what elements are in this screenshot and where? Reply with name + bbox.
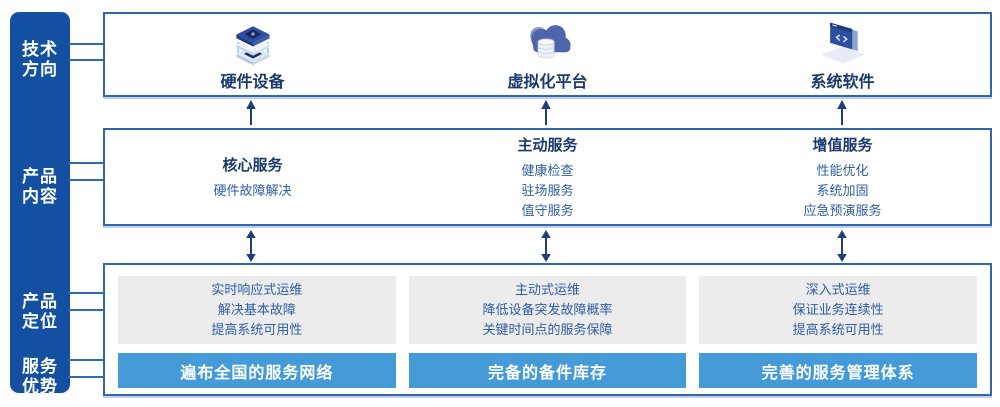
sidebar-label-line: 产品 [22, 167, 58, 186]
product-content-panel: 核心服务 硬件故障解决 主动服务 健康检查 驻场服务 值守服务 增值服务 性能优… [103, 128, 992, 226]
sidebar-label-line: 产品 [22, 292, 58, 311]
connector-line [68, 43, 105, 45]
service-heading: 核心服务 [222, 156, 283, 174]
service-heading: 主动服务 [517, 136, 578, 154]
positioning-line: 提高系统可用性 [211, 322, 303, 338]
arrow-up-icon [246, 100, 256, 125]
positioning-line: 主动式运维 [515, 282, 581, 298]
positioning-line: 降低设备突发故障概率 [482, 302, 613, 318]
service-item: 系统加固 [816, 182, 869, 198]
sidebar-label-line: 内容 [22, 187, 58, 206]
positioning-line: 关键时间点的服务保障 [482, 322, 613, 338]
sidebar-label-product-content: 产品 内容 [10, 167, 70, 207]
category-sidebar: 技术 方向 产品 内容 产品 定位 服务 优势 [10, 12, 70, 396]
positioning-line: 深入式运维 [805, 282, 871, 298]
service-column-proactive: 主动服务 健康检查 驻场服务 值守服务 [400, 130, 695, 224]
connector-line [68, 292, 105, 294]
sidebar-label-line: 定位 [22, 312, 58, 331]
arrow-up-down-icon [541, 230, 551, 262]
sidebar-label-tech-direction: 技术 方向 [10, 40, 70, 80]
service-column-core: 核心服务 硬件故障解决 [105, 130, 400, 224]
service-column-value-added: 增值服务 性能优化 系统加固 应急预演服务 [695, 130, 990, 224]
advantage-banner: 完备的备件库存 [408, 353, 687, 388]
tech-item-label: 系统软件 [810, 74, 875, 91]
arrow-up-icon [541, 100, 551, 125]
cloud-database-icon [520, 17, 576, 65]
connector-line [68, 59, 105, 61]
arrow-up-icon [837, 100, 847, 125]
server-stack-icon [225, 17, 281, 65]
positioning-advantage-panel: 实时响应式运维 解决基本故障 提高系统可用性 遍布全国的服务网络 主动式运维 降… [103, 263, 992, 396]
sidebar-label-line: 服务 [22, 357, 58, 376]
positioning-line: 解决基本故障 [217, 302, 296, 318]
positioning-column-realtime: 实时响应式运维 解决基本故障 提高系统可用性 遍布全国的服务网络 [118, 276, 396, 388]
tech-item-label: 硬件设备 [220, 74, 285, 91]
positioning-box: 实时响应式运维 解决基本故障 提高系统可用性 [118, 276, 396, 345]
sidebar-label-line: 技术 [22, 40, 58, 59]
tech-item-virtualization: 虚拟化平台 [400, 14, 695, 95]
positioning-box: 主动式运维 降低设备突发故障概率 关键时间点的服务保障 [408, 276, 687, 345]
service-item: 健康检查 [521, 162, 574, 178]
connector-line [68, 359, 105, 361]
service-item: 驻场服务 [521, 182, 574, 198]
arrow-up-down-icon [837, 230, 847, 262]
connector-line [68, 162, 105, 164]
positioning-line: 提高系统可用性 [792, 322, 884, 338]
positioning-column-deep: 深入式运维 保证业务连续性 提高系统可用性 完善的服务管理体系 [699, 276, 978, 388]
positioning-line: 实时响应式运维 [211, 282, 303, 298]
service-item: 性能优化 [816, 162, 869, 178]
connector-line [68, 179, 105, 181]
service-item: 应急预演服务 [803, 202, 882, 218]
tech-item-label: 虚拟化平台 [507, 74, 588, 91]
sidebar-label-line: 优势 [22, 377, 58, 396]
positioning-box: 深入式运维 保证业务连续性 提高系统可用性 [699, 276, 978, 345]
arrow-up-down-icon [246, 230, 256, 262]
tech-item-system-software: 系统软件 [695, 14, 990, 95]
sidebar-label-line: 方向 [22, 60, 58, 79]
service-heading: 增值服务 [812, 136, 873, 154]
positioning-column-proactive: 主动式运维 降低设备突发故障概率 关键时间点的服务保障 完备的备件库存 [408, 276, 687, 388]
sidebar-label-product-positioning: 产品 定位 [10, 292, 70, 332]
tech-item-hardware: 硬件设备 [105, 14, 400, 95]
service-item: 硬件故障解决 [213, 182, 292, 198]
sidebar-label-service-advantage: 服务 优势 [10, 357, 70, 397]
connector-line [68, 309, 105, 311]
positioning-line: 保证业务连续性 [792, 302, 884, 318]
code-window-icon [815, 17, 871, 65]
advantage-banner: 完善的服务管理体系 [699, 353, 978, 388]
service-item: 值守服务 [521, 202, 574, 218]
advantage-banner: 遍布全国的服务网络 [118, 353, 396, 388]
connector-line [68, 376, 105, 378]
tech-direction-panel: 硬件设备 虚拟化平台 [103, 12, 992, 97]
